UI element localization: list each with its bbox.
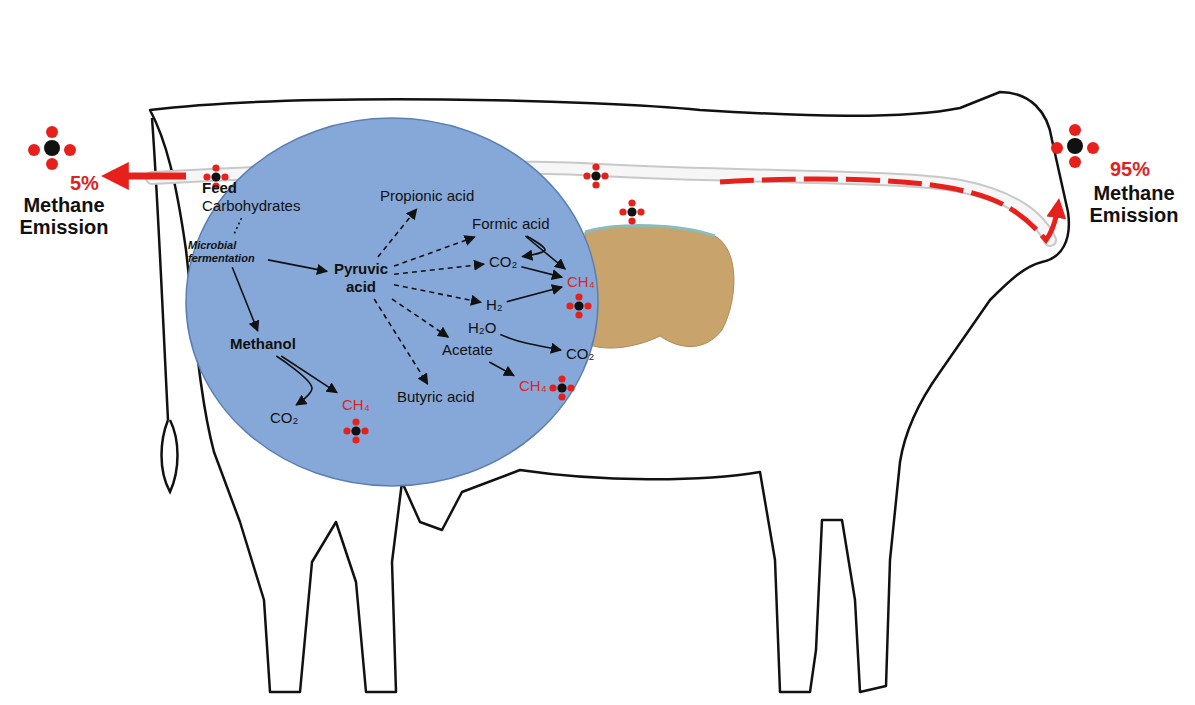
dashed-arrow: [394, 285, 481, 303]
methane-label: CH₄: [517, 376, 549, 396]
emission-label: Methane Emission: [1078, 182, 1190, 226]
rumen: [585, 226, 734, 348]
gas-label: H₂: [484, 295, 505, 315]
dashed-arrow: [378, 209, 417, 257]
percentage-value: 95%: [1110, 158, 1150, 180]
methane-molecule: [583, 163, 608, 188]
node-text: H₂O: [468, 319, 496, 337]
dashed-arrow: [394, 264, 484, 274]
reaction-arrow: [522, 236, 545, 257]
reaction-arrow: [521, 267, 562, 277]
dashed-arrow: [392, 299, 448, 337]
gas-label: CO₂: [564, 344, 596, 364]
dashed-arrow: [394, 237, 475, 266]
methane-molecule: [566, 293, 591, 318]
node-text: CO₂: [566, 345, 594, 363]
reaction-arrow: [500, 335, 561, 350]
product-label: Butyric acid: [395, 387, 477, 407]
rumen-fermentation-area: [186, 118, 598, 486]
reaction-arrow: [232, 267, 257, 331]
node-text: Pyruvic acid: [332, 260, 390, 296]
node-text: Feed: [202, 179, 300, 197]
dashed-arrow: [374, 299, 427, 384]
reaction-arrow: [507, 287, 562, 302]
dashed-arrow: [234, 218, 242, 235]
node-text: CH₄: [342, 396, 370, 414]
feed-label: FeedCarbohydrates: [200, 178, 302, 216]
emission-arrow: [112, 173, 186, 180]
gas-label: CO₂: [487, 252, 519, 272]
methane-label: CH₄: [340, 395, 372, 415]
methane-molecule: [619, 199, 644, 224]
methane-molecule: [343, 418, 368, 443]
node-text: Methanol: [230, 335, 296, 353]
node-subtext: Carbohydrates: [202, 197, 300, 215]
gas-label: CO₂: [268, 408, 300, 428]
percentage-value: 5%: [70, 172, 99, 194]
node-text: CO₂: [489, 253, 517, 271]
emission-arrow: [720, 179, 1058, 240]
process-note: Microbial fermentation: [186, 238, 266, 265]
methane-molecule: [1051, 124, 1099, 168]
methane-molecule: [28, 126, 76, 170]
reactant-label: H₂O: [466, 318, 498, 338]
node-text: Acetate: [442, 341, 493, 359]
methane-label: CH₄: [565, 272, 597, 292]
node-text: H₂: [486, 296, 503, 314]
node-text: CH₄: [519, 377, 547, 395]
reaction-arrow: [525, 236, 565, 269]
reaction-arrow: [281, 356, 337, 393]
methane-molecule: [549, 375, 574, 400]
reaction-arrow: [276, 356, 312, 405]
reaction-arrow: [268, 260, 327, 272]
node-text: CO₂: [270, 409, 298, 427]
rumen-wall: [585, 226, 715, 236]
product-label: Propionic acid: [378, 186, 476, 206]
node-text: Formic acid: [472, 215, 550, 233]
node-text: Butyric acid: [397, 388, 475, 406]
product-label: Acetate: [440, 340, 495, 360]
emission-label: Methane Emission: [8, 194, 120, 238]
node-text: CH₄: [567, 273, 595, 291]
node-text: Microbial fermentation: [188, 239, 264, 264]
intermediate-label: Pyruvic acid: [330, 259, 392, 297]
node-text: Propionic acid: [380, 187, 474, 205]
cow-outline: [150, 92, 1069, 692]
product-label: Formic acid: [470, 214, 552, 234]
intermediate-label: Methanol: [228, 334, 298, 354]
reaction-arrow: [489, 362, 514, 376]
